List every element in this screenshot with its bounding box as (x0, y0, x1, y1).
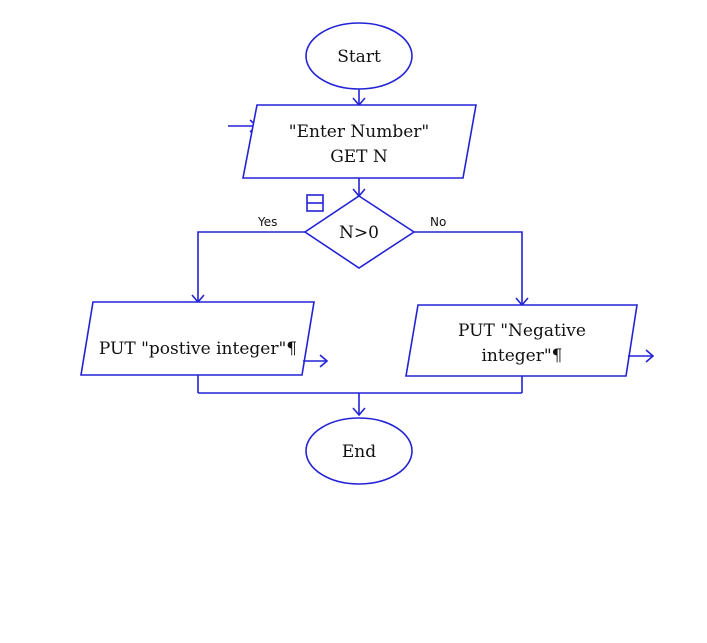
start-label: Start (337, 47, 381, 67)
output-negative-exit-arrowhead (645, 349, 655, 363)
output-positive-label: PUT "postive integer"¶ (99, 339, 297, 359)
decision-node[interactable] (303, 195, 416, 269)
end-node[interactable] (305, 417, 413, 485)
input-label-line2: GET N (330, 147, 388, 167)
arrowhead-merge-end (352, 407, 366, 417)
input-node[interactable] (242, 104, 477, 179)
no-label: No (430, 215, 446, 229)
yes-label: Yes (257, 215, 277, 229)
output-positive-exit-arrowhead (319, 354, 329, 368)
output-negative-label-line1: PUT "Negative (458, 321, 586, 341)
input-label-line1: "Enter Number" (289, 122, 429, 142)
output-negative-node[interactable] (405, 304, 638, 377)
end-label: End (342, 442, 376, 462)
decision-label: N>0 (339, 223, 379, 243)
connector-no-branch (414, 231, 523, 305)
output-positive-node[interactable] (80, 301, 315, 376)
output-negative-label-line2: integer"¶ (482, 346, 563, 366)
connector-yes-branch (197, 231, 305, 302)
